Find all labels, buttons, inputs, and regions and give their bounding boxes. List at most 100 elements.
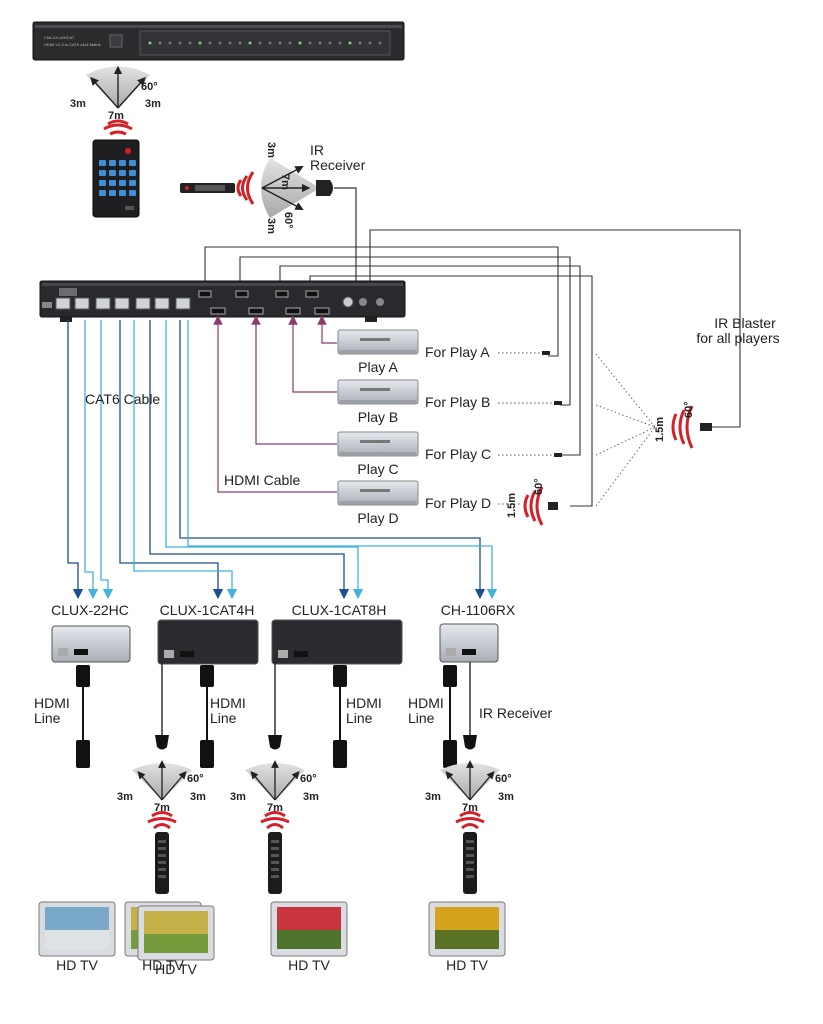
- remote-key: [119, 160, 126, 166]
- hdmi-cables: [213, 315, 337, 493]
- rj45-port: [114, 297, 130, 310]
- ir-signal-icon: [455, 817, 485, 824]
- ir-signal-icon: [461, 823, 479, 830]
- receiver-model-name: CLUX-1CAT4H: [160, 602, 255, 618]
- matrix-back-panel: [39, 280, 406, 322]
- receiver-device-icon: [439, 623, 499, 663]
- ir-blaster-label-2: for all players: [696, 330, 779, 346]
- cat6-cable-label: CAT6 Cable: [85, 391, 160, 407]
- fan-side: 3m: [230, 791, 246, 803]
- receiver-model-name: CH-1106RX: [441, 602, 516, 618]
- hdmi-line-label: HDMI: [34, 695, 70, 711]
- cat6-cable: [179, 320, 486, 600]
- hdmi-plug-icon: [333, 740, 347, 768]
- cat6-cable: [149, 320, 350, 600]
- player-ir-label: For Play A: [425, 344, 490, 360]
- ir-receiver-top-line2: Receiver: [310, 157, 366, 173]
- ir-emitter-icon: [554, 401, 562, 405]
- hd-tv-label: HD TV: [142, 957, 184, 973]
- ir-blaster-distance: 1.5m: [654, 417, 666, 442]
- fan-side: 3m: [117, 791, 133, 803]
- status-led: [238, 41, 242, 45]
- fan-side-left: 3m: [70, 98, 86, 110]
- fan-angle: 60°: [141, 81, 158, 93]
- status-led: [228, 41, 232, 45]
- cat6-cable: [84, 320, 99, 600]
- player-ir-label: For Play C: [425, 446, 491, 462]
- status-led: [358, 41, 362, 45]
- fan-center: 7m: [267, 802, 283, 814]
- receiver-model-name: CLUX-1CAT8H: [292, 602, 387, 618]
- player-d-ir-angle: 60°: [533, 478, 545, 495]
- fan-angle: 60°: [282, 212, 294, 229]
- hdmi-plug-icon: [443, 740, 457, 768]
- rj45-port: [154, 297, 170, 310]
- ir-blaster-dotted-lines: [595, 353, 656, 507]
- ir-signal-icon: [147, 817, 177, 824]
- remote-key: [109, 160, 116, 166]
- blu-ray-player-icon: [337, 379, 419, 405]
- ir-signal-icon: [151, 811, 173, 818]
- status-led: [338, 41, 342, 45]
- hdmi-plug-icon: [443, 665, 457, 687]
- player-name: Play C: [357, 461, 398, 477]
- rj45-port: [55, 297, 71, 310]
- ir-signal-icon: [266, 823, 284, 830]
- status-led: [378, 41, 382, 45]
- fan-side-right: 3m: [145, 98, 161, 110]
- hdmi-line-label: Line: [408, 710, 435, 726]
- remote-control-icon: [180, 183, 235, 193]
- rj45-port: [175, 297, 191, 310]
- ir-receiver-top-line1: IR: [310, 142, 324, 158]
- hd-tv-label: HD TV: [155, 961, 197, 977]
- status-led: [318, 41, 322, 45]
- ir-range-fan-front: 3m 3m 7m 60°: [70, 65, 161, 136]
- matrix-front-panel: CMLUX-44HCAT HDMI V1.3 to CAT6 x4x4 Matr…: [32, 21, 405, 61]
- remote-key: [129, 190, 136, 196]
- hdmi-line-label: HDMI: [408, 695, 444, 711]
- remote-key: [109, 190, 116, 196]
- cat6-cable: [133, 320, 238, 600]
- cat6-cable: [119, 320, 224, 600]
- status-led: [248, 41, 252, 45]
- ir-signal-icon: [671, 405, 694, 449]
- receiver-device-icon: [51, 625, 131, 663]
- hdmi-port: [198, 290, 212, 298]
- status-led: [368, 41, 372, 45]
- matrix-description: HDMI V1.3 to CAT6 x4x4 Matrix: [44, 42, 101, 47]
- fan-side: 3m: [425, 791, 441, 803]
- status-led: [208, 41, 212, 45]
- receiver-device-icon: [271, 619, 403, 665]
- status-led: [148, 41, 152, 45]
- cat6-cable: [67, 320, 84, 600]
- hdmi-plug-icon: [200, 740, 214, 768]
- cat6-cable: [165, 320, 364, 600]
- remote-key: [129, 160, 136, 166]
- hdmi-port: [305, 290, 319, 298]
- hdmi-port: [275, 290, 289, 298]
- fan-center: 7m: [154, 802, 170, 814]
- remote-key: [99, 170, 106, 176]
- hdmi-cable-label: HDMI Cable: [224, 472, 300, 488]
- remote-key: [109, 170, 116, 176]
- hdmi-line-label: Line: [346, 710, 373, 726]
- blu-ray-player-icon: [337, 329, 419, 355]
- status-led: [218, 41, 222, 45]
- hdmi-port: [314, 307, 330, 315]
- player-ir-label: For Play D: [425, 495, 491, 511]
- ir-receiver-wire: [334, 187, 357, 286]
- remote-key: [129, 180, 136, 186]
- hdmi-port: [248, 307, 264, 315]
- ir-blaster-angle: 60°: [683, 401, 695, 418]
- player-name: Play B: [358, 409, 398, 425]
- ir-emitter-icon: [542, 351, 550, 355]
- fan-center: 7m: [462, 802, 478, 814]
- ir-signal-icon: [103, 119, 133, 136]
- status-led: [198, 41, 202, 45]
- ir-blaster-icon: [548, 502, 558, 510]
- rj45-port: [95, 297, 111, 310]
